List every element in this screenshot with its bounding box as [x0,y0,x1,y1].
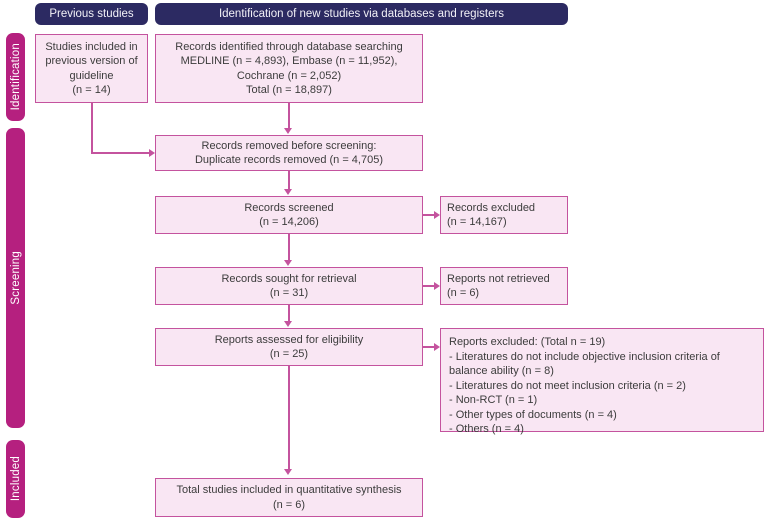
connector-previous-to-removed-horizontal [91,152,151,154]
node-records-screened: Records screened (n = 14,206) [155,196,423,234]
node-records-excluded: Records excluded (n = 14,167) [440,196,568,234]
connector-removed-to-screened [288,171,290,190]
arrowhead-sought-to-not-retrieved [434,281,440,290]
header-previous-studies-label: Previous studies [49,8,134,20]
header-previous-studies: Previous studies [35,3,148,25]
node-previous-studies-included: Studies included in previous version of … [35,34,148,103]
connector-sought-to-not-retrieved [423,285,436,287]
arrowhead-previous-to-removed [149,148,155,157]
header-identification-new-studies-label: Identification of new studies via databa… [218,8,505,20]
node-records-identified: Records identified through database sear… [155,34,423,103]
connector-sought-to-assessed [288,305,290,321]
node-records-excluded-text: Records excluded (n = 14,167) [447,201,536,229]
node-records-removed: Records removed before screening: Duplic… [155,135,423,171]
node-records-removed-text: Records removed before screening: Duplic… [194,139,383,167]
arrowhead-identified-to-removed [284,128,293,134]
arrowhead-assessed-to-excluded [434,342,440,351]
node-reports-not-retrieved: Reports not retrieved (n = 6) [440,267,568,305]
arrowhead-removed-to-screened [284,189,293,195]
node-records-sought-for-retrieval-text: Records sought for retrieval (n = 31) [221,272,357,300]
stage-bar-included: Included [6,440,25,518]
arrowhead-sought-to-assessed [284,321,293,327]
connector-assessed-to-total [288,366,290,470]
arrowhead-screened-to-sought [284,260,293,266]
node-reports-not-retrieved-text: Reports not retrieved (n = 6) [447,272,550,300]
stage-bar-screening: Screening [6,128,25,428]
connector-assessed-to-excluded [423,346,436,348]
connector-screened-to-sought [288,234,290,260]
node-total-studies-included: Total studies included in quantitative s… [155,478,423,517]
node-reports-excluded-reasons: Reports excluded: (Total n = 19) - Liter… [440,328,764,435]
node-total-studies-included-text: Total studies included in quantitative s… [176,484,402,511]
node-previous-studies-included-text: Studies included in previous version of … [45,40,138,97]
stage-label-screening: Screening [9,251,22,305]
stage-label-included: Included [9,456,22,502]
node-reports-assessed-for-eligibility-text: Reports assessed for eligibility (n = 25… [214,333,364,361]
connector-identified-to-removed [288,103,290,129]
stage-bar-identification: Identification [6,33,25,121]
node-reports-excluded-reasons-text: Reports excluded: (Total n = 19) - Liter… [449,336,720,435]
node-records-screened-text: Records screened (n = 14,206) [244,201,334,229]
header-identification-new-studies: Identification of new studies via databa… [155,3,568,25]
node-reports-assessed-for-eligibility: Reports assessed for eligibility (n = 25… [155,328,423,366]
stage-label-identification: Identification [9,43,22,111]
connector-previous-to-removed-vertical [91,103,93,153]
node-records-identified-text: Records identified through database sear… [175,40,403,97]
arrowhead-assessed-to-total [284,469,293,475]
arrowhead-screened-to-excluded [434,210,440,219]
connector-screened-to-excluded [423,214,436,216]
node-records-sought-for-retrieval: Records sought for retrieval (n = 31) [155,267,423,305]
